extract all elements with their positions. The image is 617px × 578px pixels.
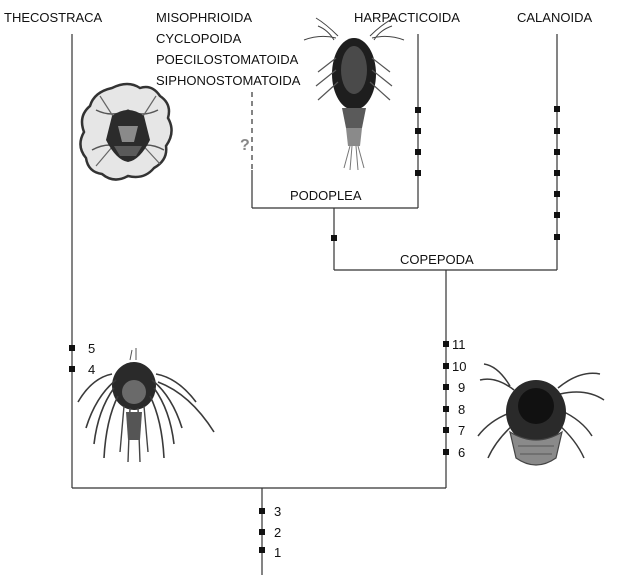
- uncertainty-mark: ?: [240, 137, 250, 154]
- character-mark-6: [443, 449, 449, 455]
- character-number-10: 10: [452, 359, 466, 374]
- character-mark: [554, 212, 560, 218]
- taxon-label-poecilostomatoida: POECILOSTOMATOIDA: [156, 52, 299, 67]
- character-mark-5: [69, 345, 75, 351]
- character-mark: [415, 128, 421, 134]
- taxon-label-calanoida: CALANOIDA: [517, 10, 592, 25]
- character-mark: [415, 107, 421, 113]
- character-mark-7: [443, 427, 449, 433]
- character-mark: [554, 128, 560, 134]
- taxon-label-thecostraca: THECOSTRACA: [4, 10, 103, 25]
- character-mark-9: [443, 384, 449, 390]
- character-mark-8: [443, 406, 449, 412]
- clade-label-podoplea: PODOPLEA: [290, 188, 362, 203]
- root-character-marks: 1 2 3: [259, 504, 281, 560]
- character-mark-11: [443, 341, 449, 347]
- character-number-8: 8: [458, 402, 465, 417]
- harpacticoid-copepod-icon: [304, 18, 404, 170]
- character-mark-4: [69, 366, 75, 372]
- nauplius-larva-icon: [78, 348, 214, 462]
- thecostraca-character-marks: 4 5: [69, 341, 95, 377]
- character-mark-3: [259, 508, 265, 514]
- character-number-4: 4: [88, 362, 95, 377]
- character-number-9: 9: [458, 380, 465, 395]
- barnacle-shell-icon: [80, 84, 171, 180]
- character-mark: [415, 170, 421, 176]
- clade-label-copepoda: COPEPODA: [400, 252, 474, 267]
- character-number-2: 2: [274, 525, 281, 540]
- character-number-7: 7: [458, 423, 465, 438]
- character-number-11: 11: [452, 337, 466, 352]
- character-mark: [554, 191, 560, 197]
- character-mark: [554, 106, 560, 112]
- character-mark-1: [259, 547, 265, 553]
- character-mark: [331, 235, 337, 241]
- character-mark: [554, 149, 560, 155]
- taxon-label-cyclopoida: CYCLOPOIDA: [156, 31, 242, 46]
- taxon-label-siphonostomatoida: SIPHONOSTOMATOIDA: [156, 73, 301, 88]
- character-number-3: 3: [274, 504, 281, 519]
- character-mark-2: [259, 529, 265, 535]
- character-number-6: 6: [458, 445, 465, 460]
- podoplea-character-marks: [331, 235, 337, 241]
- character-mark: [415, 149, 421, 155]
- taxon-label-harpacticoida: HARPACTICOIDA: [354, 10, 460, 25]
- character-mark-10: [443, 363, 449, 369]
- character-mark: [554, 234, 560, 240]
- copepod-nauplius-icon: [478, 364, 604, 465]
- character-number-1: 1: [274, 545, 281, 560]
- character-mark: [554, 170, 560, 176]
- taxon-label-misophrioida: MISOPHRIOIDA: [156, 10, 252, 25]
- character-number-5: 5: [88, 341, 95, 356]
